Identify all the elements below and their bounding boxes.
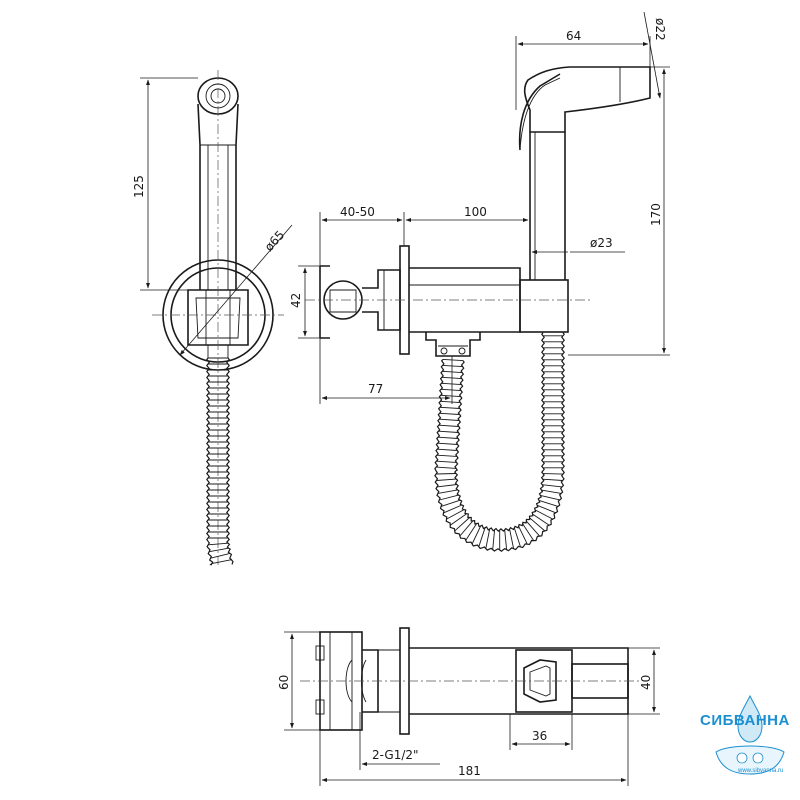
hose-front — [434, 332, 565, 552]
hose-rib — [437, 448, 458, 451]
hose-rib — [485, 528, 491, 549]
hose-edge — [206, 357, 214, 566]
hose-edge — [225, 357, 234, 565]
hose-rib — [459, 520, 474, 537]
hose-rib — [440, 400, 461, 404]
dim-head-dia: ø22 — [653, 18, 667, 41]
hose-rib — [437, 489, 458, 494]
holder-block — [519, 279, 569, 333]
hose-rib — [439, 406, 460, 409]
hose-rib — [509, 529, 515, 549]
hose-rib — [443, 504, 463, 514]
dim-plan-connection: 2-G1/2" — [372, 748, 419, 762]
hose-rib — [441, 388, 462, 392]
hose-rib — [518, 526, 528, 545]
outlet — [425, 332, 481, 357]
hose-rib — [438, 430, 459, 433]
dim-wall-offset: 40-50 — [340, 205, 375, 219]
hose-rib — [439, 418, 460, 421]
hose-rib — [542, 478, 563, 481]
dim-head-length: 64 — [566, 29, 581, 43]
hose-rib — [522, 523, 535, 541]
dim-plan-head: 40 — [639, 675, 653, 690]
hose-rib — [439, 494, 459, 501]
hose-side — [206, 357, 234, 566]
hose-rib — [436, 460, 457, 463]
plan-view — [284, 627, 660, 786]
hose-rib — [449, 513, 467, 526]
hose-rib — [210, 552, 231, 559]
hose-edge — [454, 332, 545, 533]
hose-rib — [436, 473, 457, 475]
dim-plan-width: 60 — [277, 675, 291, 690]
side-view — [140, 70, 293, 565]
hose-rib — [538, 499, 559, 507]
dim-flange-dia: ø65 — [262, 228, 288, 254]
hose-rib — [542, 484, 563, 488]
hose-rib — [436, 454, 457, 457]
hose-rib — [211, 559, 232, 565]
hose-rib — [436, 478, 457, 481]
wand-stem — [529, 131, 566, 280]
hose-rib — [436, 484, 457, 488]
hose-rib — [465, 523, 477, 541]
hose-rib — [441, 376, 462, 380]
hose-rib — [492, 529, 496, 550]
hose-rib — [442, 370, 463, 374]
hose-rib — [537, 504, 556, 514]
hose-rib — [440, 499, 461, 507]
bathtub-icon — [715, 745, 785, 775]
hose-rib — [441, 382, 462, 386]
dim-total-height: 170 — [649, 203, 663, 226]
hose-rib — [532, 513, 550, 526]
hose-rib — [437, 442, 458, 445]
dim-body-length: 100 — [464, 205, 487, 219]
hose-rib — [529, 517, 546, 532]
hose-rib — [438, 436, 459, 439]
hose-rib — [525, 520, 540, 537]
hose-rib — [542, 473, 564, 475]
dim-holder-dia: ø23 — [590, 236, 613, 250]
hose-rib — [446, 509, 465, 520]
front-view — [298, 11, 670, 404]
hose-rib — [513, 527, 521, 548]
hose-rib — [504, 529, 508, 550]
droplet-icon — [737, 694, 763, 743]
hose-rib — [440, 394, 461, 398]
hose-rib — [442, 364, 463, 368]
hose-rib — [540, 494, 560, 501]
hose-rib — [209, 547, 229, 553]
holder — [187, 289, 249, 346]
hose-rib — [541, 489, 562, 494]
hose-rib — [471, 525, 482, 545]
watermark-logo: СИБВАННА www.sibvanna.ru — [700, 694, 790, 775]
dim-plan-total: 181 — [458, 764, 481, 778]
dim-plan-holder: 36 — [532, 729, 547, 743]
shower-head — [523, 66, 651, 132]
hose-rib — [439, 412, 460, 415]
dim-outlet-offset: 77 — [368, 382, 383, 396]
hose-rib — [442, 358, 464, 362]
hose-edge — [434, 332, 565, 552]
hose-rib — [478, 527, 486, 547]
watermark-brand: СИБВАННА — [700, 712, 790, 729]
hose-rib — [438, 424, 459, 427]
hose-rib — [208, 542, 229, 546]
hose-rib — [436, 466, 457, 469]
dim-outlet-height: 42 — [289, 293, 303, 308]
dim-hose-length: 125 — [132, 175, 146, 198]
watermark-url: www.sibvanna.ru — [737, 768, 783, 774]
hose-rib — [534, 509, 554, 520]
hose-rib — [454, 517, 470, 532]
